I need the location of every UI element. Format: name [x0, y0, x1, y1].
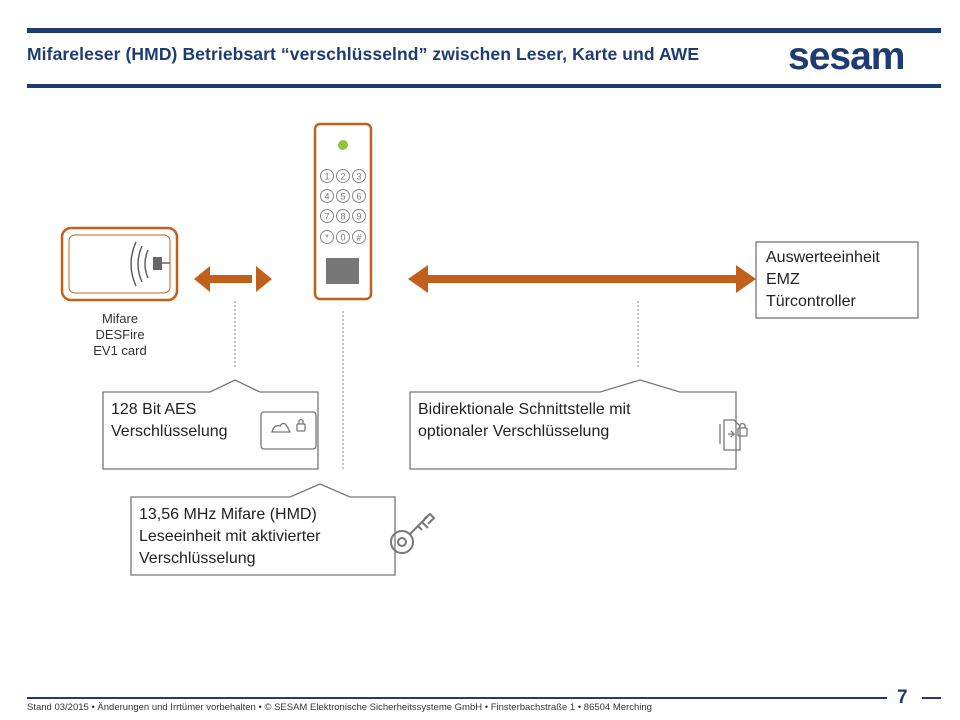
callout-line: 13,56 MHz Mifare (HMD) [139, 506, 317, 523]
keypad-key: 1 [320, 169, 334, 183]
controller-line: EMZ [766, 271, 800, 288]
keypad-key: 5 [336, 189, 350, 203]
keypad-key: 3 [352, 169, 366, 183]
page-title: Mifareleser (HMD) Betriebsart “verschlüs… [27, 44, 700, 64]
keypad-key-label: 8 [340, 212, 345, 222]
keypad-key-label: 6 [356, 192, 361, 202]
card-label-line: Mifare [101, 311, 139, 326]
reader-device [313, 122, 373, 301]
keypad-key: 9 [352, 209, 366, 223]
document-lock-icon [719, 419, 748, 451]
keypad-key-label: 5 [340, 192, 345, 202]
callout-line: optionaler Verschlüsselung [418, 423, 610, 440]
keypad-key: * [320, 230, 334, 244]
controller-box [755, 241, 919, 319]
reader-keypad: 1 2 3 4 5 6 7 8 9 * 0 # [320, 169, 366, 244]
keypad-key: 7 [320, 209, 334, 223]
key-icon [390, 512, 436, 554]
callout-line: Bidirektionale Schnittstelle mit [418, 401, 631, 418]
header-top-rule [27, 28, 941, 33]
callout-interface-text: Bidirektionale Schnittstelle mit optiona… [418, 399, 631, 443]
keypad-key-label: 9 [356, 212, 361, 222]
callout-reader-shape [130, 483, 396, 576]
keypad-key: 2 [336, 169, 350, 183]
keypad-key-label: 2 [340, 172, 345, 182]
callout-interface-shape [409, 379, 737, 470]
card-label-line: DESFire [95, 327, 145, 342]
keypad-key-label: 0 [340, 233, 345, 243]
footer-text: Stand 03/2015 • Änderungen und Irrtümer … [27, 702, 652, 713]
dotted-connectors [234, 301, 639, 470]
keypad-key-label: 3 [356, 172, 361, 182]
callout-line: Verschlüsselung [139, 550, 256, 567]
callout-aes-text: 128 Bit AES Verschlüsselung [111, 399, 228, 443]
mifare-card [60, 226, 179, 302]
card-lock-icon [260, 411, 317, 450]
controller-line: Türcontroller [766, 293, 856, 310]
keypad-key-label: * [325, 233, 329, 243]
footer-rule-right [922, 697, 941, 699]
keypad-key: # [352, 230, 366, 244]
arrow-reader-controller [408, 265, 756, 293]
callout-line: Verschlüsselung [111, 423, 228, 440]
keypad-key-label: # [356, 233, 361, 243]
header-bottom-rule [27, 84, 941, 88]
callout-line: 128 Bit AES [111, 401, 197, 418]
callout-aes-shape [102, 379, 319, 470]
callout-line: Leseeinheit mit aktivierter [139, 528, 321, 545]
keypad-key-label: 4 [324, 192, 329, 202]
callout-reader-text: 13,56 MHz Mifare (HMD) Leseeinheit mit a… [139, 504, 320, 570]
keypad-key: 0 [336, 230, 350, 244]
controller-label: Auswerteeinheit EMZ Türcontroller [766, 247, 880, 313]
keypad-key-label: 1 [324, 172, 329, 182]
footer-rule [27, 697, 887, 699]
keypad-key-label: 7 [324, 212, 329, 222]
status-led [338, 140, 348, 150]
contactless-icon [130, 241, 170, 287]
card-label: Mifare DESFire EV1 card [74, 311, 166, 359]
arrow-card-reader [194, 266, 272, 292]
keypad-key: 6 [352, 189, 366, 203]
sesam-logo: sesam [788, 35, 905, 78]
page-number: 7 [897, 687, 908, 708]
keypad-key: 8 [336, 209, 350, 223]
card-label-line: EV1 card [93, 343, 147, 358]
controller-line: Auswerteeinheit [766, 249, 880, 266]
keypad-key: 4 [320, 189, 334, 203]
